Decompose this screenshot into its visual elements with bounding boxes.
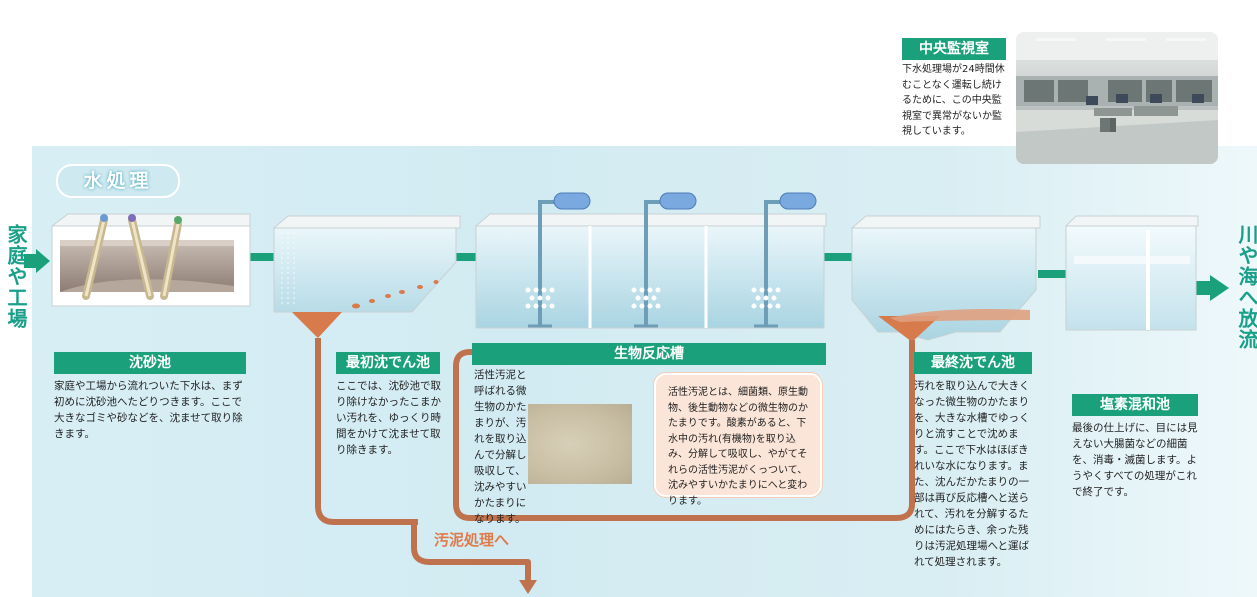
outflow-arrow — [1192, 275, 1229, 301]
control-room-desc: 下水処理場が24時間休むことなく運転し続けるために、この中央監視室で異常がないか… — [902, 64, 1005, 137]
stage-desc-bioreactor: 活性汚泥と呼ばれる微生物のかたまりが、汚れを取り込んで分解し吸収して、沈みやすい… — [474, 369, 527, 525]
inflow-arrow — [24, 249, 50, 273]
control-room-illustration — [1016, 32, 1218, 164]
control-room-header: 中央監視室 — [902, 38, 1006, 60]
stage-header-bioreactor: 生物反応槽 — [472, 343, 826, 365]
outflow-label: 川や海へ放流 — [1235, 224, 1257, 350]
bioreactor-tank — [474, 192, 827, 329]
sludge-arrow-head — [519, 580, 537, 594]
chlorine-contact-tank — [1064, 215, 1199, 331]
primary-sedimentation-tank — [272, 215, 461, 338]
final-sedimentation-tank — [850, 215, 1041, 342]
sludge-lines — [315, 338, 915, 582]
stage-header-grit: 沈砂池 — [54, 352, 246, 374]
stage-header-primary: 最初沈でん池 — [336, 352, 440, 374]
stage-desc-primary: ここでは、沈砂池で取り除けなかったこまかい汚れを、ゆっくり時間をかけて沈ませて取… — [336, 380, 441, 456]
microorganism-photo — [528, 404, 632, 484]
stage-desc-grit: 家庭や工場から流れついた下水は、まず初めに沈砂池へたどりつきます。ここで大きなゴ… — [54, 380, 243, 440]
control-room-photo — [1016, 32, 1218, 164]
connecting-pipes — [248, 253, 1072, 278]
stage-desc-final: 汚れを取り込んで大きくなった微生物のかたまりを、大きな水槽でゆっくりと流すことで… — [914, 380, 1030, 568]
stage-header-chlorine: 塩素混和池 — [1072, 394, 1198, 416]
grit-chamber — [50, 213, 251, 307]
stage-desc-chlorine: 最後の仕上げに、目には見えない大腸菌などの細菌を、消毒・滅菌します。ようやくすべ… — [1072, 422, 1198, 498]
sludge-label: 汚泥処理へ — [434, 531, 510, 549]
activated-sludge-note: 活性汚泥とは、細菌類、原生動物、後生動物などの微生物のかたまりです。酸素があると… — [654, 373, 822, 507]
section-title: 水処理 — [56, 164, 180, 198]
inflow-label: 家庭や工場 — [4, 224, 28, 329]
stage-header-final: 最終沈でん池 — [914, 352, 1032, 374]
